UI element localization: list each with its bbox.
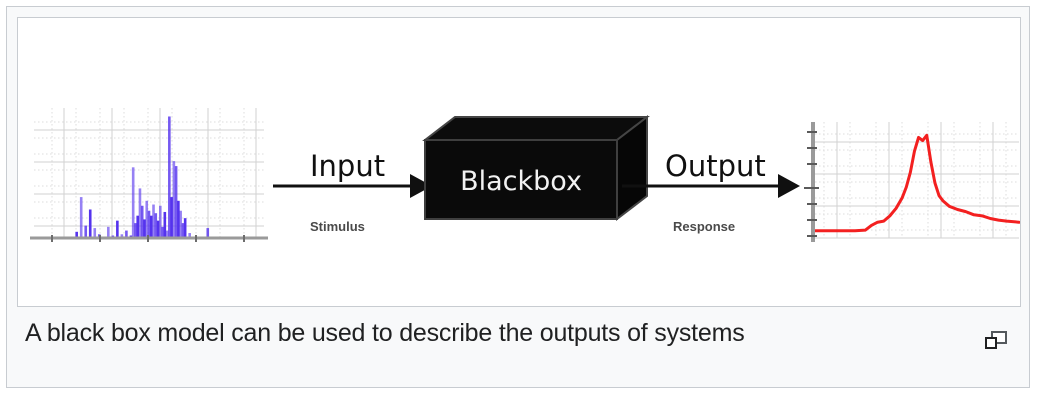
input-bar <box>181 223 185 238</box>
input-chart <box>30 108 268 242</box>
input-bar <box>116 220 119 238</box>
figure-caption: A black box model can be used to describ… <box>17 315 1021 381</box>
input-bar <box>131 167 135 238</box>
input-bar <box>145 200 149 238</box>
input-bar <box>156 220 160 238</box>
input-bar <box>107 226 110 238</box>
input-bar <box>138 188 142 238</box>
thumbnail-image-area[interactable]: Input Stimulus Blackbox Output <box>17 17 1021 307</box>
input-bar <box>154 213 158 238</box>
input-bar <box>177 200 180 238</box>
output-chart-ticks <box>804 131 819 237</box>
input-bar <box>88 209 92 238</box>
output-sublabel: Response <box>673 219 735 234</box>
input-bar <box>84 225 88 238</box>
input-bar <box>152 204 155 238</box>
input-series-bars <box>75 116 210 238</box>
input-bar <box>159 205 162 238</box>
thumbnail-frame: Input Stimulus Blackbox Output <box>6 6 1030 388</box>
input-bar <box>79 197 83 238</box>
input-bar <box>93 228 97 238</box>
input-bar <box>134 223 137 238</box>
input-bar <box>161 226 164 238</box>
input-bar <box>75 231 78 238</box>
blackbox-label: Blackbox <box>460 166 582 197</box>
input-arrow <box>273 174 432 198</box>
input-bar <box>165 230 169 238</box>
input-bar <box>163 211 167 238</box>
input-bar <box>140 205 144 238</box>
input-bar <box>206 228 210 238</box>
input-bar <box>120 234 124 238</box>
input-bar <box>188 233 191 238</box>
input-bar <box>179 210 182 238</box>
input-chart-ticks <box>51 235 245 242</box>
input-bar <box>147 210 151 238</box>
input-bar <box>183 218 187 238</box>
output-series-line <box>812 133 1020 233</box>
enlarge-icon[interactable] <box>985 325 1007 349</box>
caption-text: A black box model can be used to describ… <box>25 319 745 347</box>
black-box-diagram: Input Stimulus Blackbox Output <box>30 108 1020 242</box>
input-bar <box>136 215 139 238</box>
input-bar <box>168 116 171 238</box>
input-bar <box>170 197 173 238</box>
output-label: Output <box>665 149 766 183</box>
output-chart <box>804 122 1020 242</box>
input-bar <box>143 219 146 238</box>
input-bar <box>125 230 128 238</box>
input-bar <box>149 215 153 238</box>
blackbox-front-face <box>424 139 618 220</box>
blackbox-shape: Blackbox <box>422 114 650 222</box>
input-bar <box>172 161 176 238</box>
output-arrow <box>622 174 800 198</box>
blackbox-top-face <box>422 116 650 141</box>
input-bar <box>174 166 178 238</box>
input-label: Input <box>310 149 385 183</box>
input-sublabel: Stimulus <box>310 219 365 234</box>
